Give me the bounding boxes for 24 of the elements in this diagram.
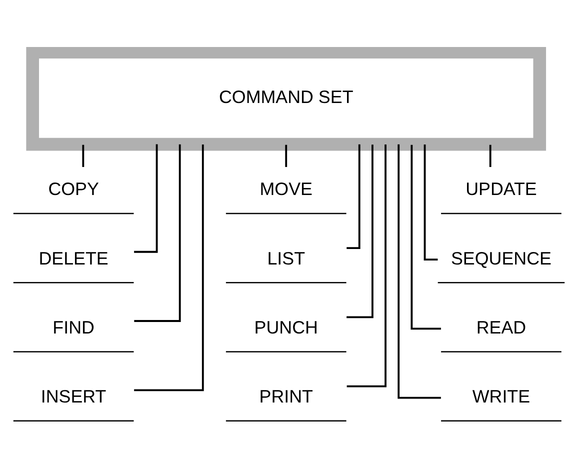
node-text: LIST — [267, 248, 306, 268]
connector — [398, 144, 441, 398]
node-text: READ — [476, 316, 526, 337]
connector — [134, 144, 181, 322]
node-box: COMMAND SET — [26, 46, 546, 150]
node-text: UPDATE — [466, 178, 537, 199]
connector — [285, 144, 288, 166]
connector — [134, 144, 204, 391]
node-text: SEQUENCE — [450, 248, 552, 268]
connector — [410, 144, 441, 330]
connector — [489, 144, 492, 166]
node-text: INSERT — [40, 386, 106, 406]
connector — [346, 144, 374, 318]
connector — [82, 144, 84, 166]
connector — [346, 144, 386, 387]
node-text: PUNCH — [254, 316, 318, 337]
node-text: MOVE — [260, 178, 312, 199]
connector — [134, 144, 158, 252]
node-text: FIND — [52, 316, 94, 337]
node-text: PRINT — [259, 386, 313, 406]
node-text: COPY — [48, 178, 99, 199]
node-text: WRITE — [472, 386, 530, 406]
connector — [424, 144, 438, 260]
node-text: DELETE — [38, 248, 108, 268]
